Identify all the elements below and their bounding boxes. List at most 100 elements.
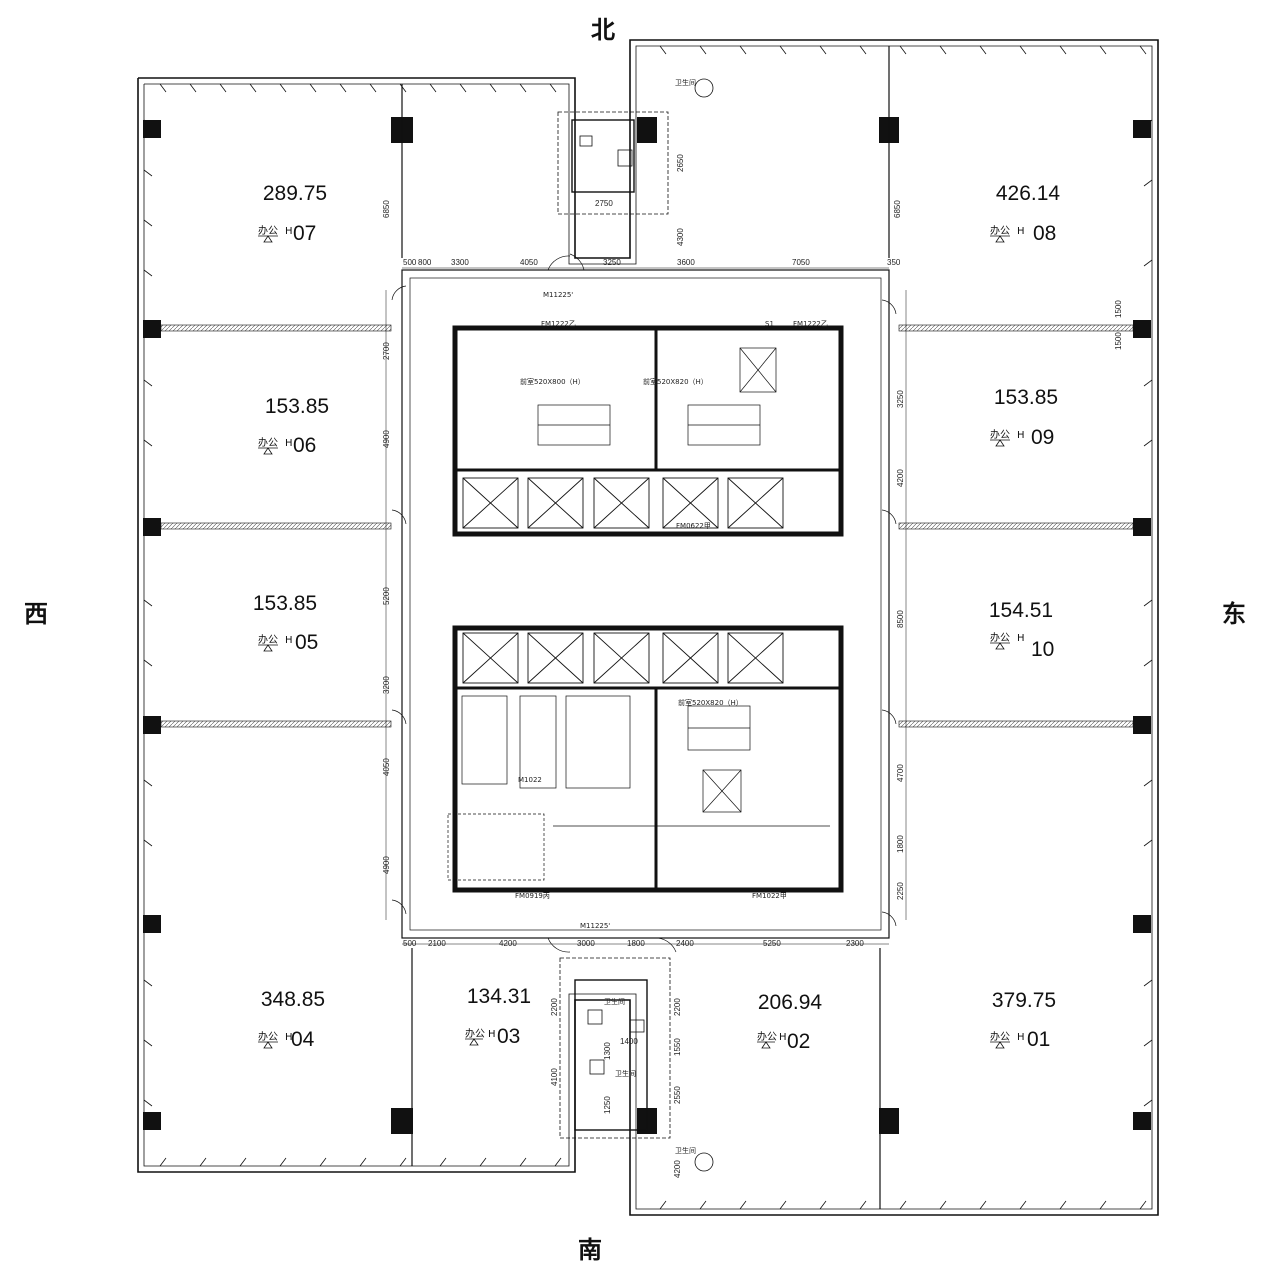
dimension-lines: [385, 267, 907, 945]
compass-south: 南: [578, 1236, 602, 1264]
unit-area: 289.75: [263, 182, 327, 205]
dimension-label: 3200: [382, 676, 391, 694]
dimension-label: 6850: [893, 200, 902, 218]
dimension-label: 4100: [550, 1068, 559, 1086]
dimension-label: 1250: [603, 1096, 612, 1114]
dimension-label: 4200: [896, 469, 905, 487]
unit-09: 153.85 办公 H 09: [990, 386, 1058, 449]
unit-08: 426.14 办公 H 08: [990, 182, 1060, 245]
south-wc-label-b: 卫生间: [615, 1069, 636, 1078]
unit-number: 01: [1027, 1028, 1050, 1051]
unit-letter: H: [285, 1032, 293, 1043]
compass-east: 东: [1222, 600, 1246, 628]
dimension-label: 1300: [603, 1042, 612, 1060]
door-label-fm1222-b: FM1222乙: [793, 320, 828, 328]
door-label-fm0919: FM0919丙: [515, 892, 550, 900]
unit-letter: H: [285, 438, 293, 449]
dimension-label: 500: [403, 258, 417, 267]
dimension-label: 1550: [673, 1038, 682, 1056]
dimension-label: 1500: [1114, 300, 1123, 318]
unit-letter: H: [285, 226, 293, 237]
core-south: [447, 625, 844, 893]
unit-letter: H: [285, 635, 293, 646]
unit-number: 09: [1031, 426, 1054, 449]
compass-west: 西: [24, 600, 48, 628]
unit-number: 03: [497, 1025, 520, 1048]
dimension-label: 4900: [382, 856, 391, 874]
unit-area: 206.94: [758, 991, 823, 1014]
dimension-label: 1800: [627, 939, 645, 948]
unit-letter: H: [1017, 633, 1025, 644]
unit-area: 153.85: [265, 395, 329, 418]
unit-04: 348.85 办公 H 04: [258, 988, 325, 1051]
dimension-label: 1500: [1114, 332, 1123, 350]
unit-number: 10: [1031, 638, 1054, 661]
dimension-label: 4200: [499, 939, 517, 948]
south-wc-label-a: 卫生间: [604, 997, 625, 1006]
dimension-label: 2250: [896, 882, 905, 900]
unit-usage: 办公: [258, 633, 278, 646]
core-north: [452, 325, 844, 537]
unit-usage: 办公: [258, 224, 278, 237]
dimension-label: 2700: [382, 342, 391, 360]
dimension-label: 2400: [676, 939, 694, 948]
unit-letter: H: [1017, 226, 1025, 237]
unit-usage: 办公: [990, 1030, 1010, 1043]
dims-top: 500 800 3300 4050 3250 3600 7050 350: [403, 258, 901, 267]
dimension-label: 500: [403, 939, 417, 948]
hatched-walls: [160, 324, 1134, 728]
unit-area: 426.14: [996, 182, 1061, 205]
north-wc-label: 卫生间: [675, 78, 696, 87]
unit-07: 289.75 办公 H 07: [258, 182, 327, 245]
unit-number: 04: [291, 1028, 315, 1051]
unit-number: 06: [293, 434, 316, 457]
dimension-label: 4200: [673, 1160, 682, 1178]
unit-area: 153.85: [994, 386, 1058, 409]
dimension-label: 2300: [846, 939, 864, 948]
unit-letter: H: [779, 1032, 787, 1043]
door-label-fm1222-a: FM1222乙: [541, 320, 576, 328]
unit-06: 153.85 办公 H 06: [258, 395, 329, 457]
dimension-label: 3000: [577, 939, 595, 948]
unit-area: 379.75: [992, 989, 1056, 1012]
unit-usage: 办公: [990, 224, 1010, 237]
north-toilet-annex: [557, 78, 714, 215]
label-s1-a: S1: [765, 320, 774, 328]
unit-number: 05: [295, 631, 318, 654]
unit-number: 07: [293, 222, 316, 245]
unit-02: 206.94 办公 H 02: [757, 991, 822, 1053]
dimension-label: 3300: [451, 258, 469, 267]
dimension-label: 4300: [676, 228, 685, 246]
unit-letter: H: [488, 1029, 496, 1040]
dimension-label: 3600: [677, 258, 695, 267]
unit-area: 154.51: [989, 599, 1053, 622]
partition-walls: [401, 46, 890, 1209]
dimension-label: 2550: [673, 1086, 682, 1104]
dimension-label: 6850: [382, 200, 391, 218]
core-note-stair-b: 前室520X820（H）: [643, 377, 708, 386]
south-wc-label-c: 卫生间: [675, 1146, 696, 1155]
dims-left: 2700 4900 5200 3200 4050 4900: [382, 342, 391, 874]
unit-number: 02: [787, 1030, 810, 1053]
core-note-stair-c: 前室520X820（H）: [678, 698, 743, 707]
unit-usage: 办公: [258, 436, 278, 449]
unit-usage: 办公: [990, 631, 1010, 644]
unit-letter: H: [1017, 430, 1025, 441]
door-label-m11225-a: M11225': [543, 291, 573, 299]
dimension-label: 4050: [382, 758, 391, 776]
unit-number: 08: [1033, 222, 1056, 245]
door-label-fm0622: FM0622甲: [676, 522, 711, 530]
compass-north: 北: [591, 16, 615, 44]
dimension-label: 5200: [382, 587, 391, 605]
building-outline: [137, 39, 1159, 1216]
unit-area: 153.85: [253, 592, 317, 615]
unit-letter: H: [1017, 1032, 1025, 1043]
dimension-label: 7050: [792, 258, 810, 267]
unit-usage: 办公: [757, 1030, 777, 1043]
dimension-label: 3250: [896, 390, 905, 408]
curtain-wall-ticks: [143, 45, 1153, 1210]
dimension-label: 350: [887, 258, 901, 267]
unit-usage: 办公: [990, 428, 1010, 441]
dimension-label: 5250: [763, 939, 781, 948]
